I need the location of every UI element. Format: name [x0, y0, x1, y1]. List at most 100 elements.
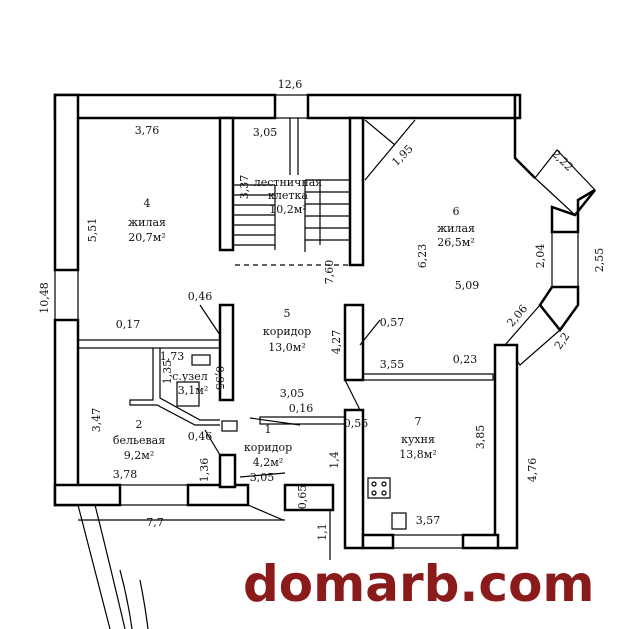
room-4-name: жилая	[128, 216, 166, 229]
wall-left-upper	[53, 93, 80, 272]
window-left	[54, 269, 79, 321]
dim-label: 3,05	[253, 126, 278, 139]
bay-window-2	[551, 231, 579, 288]
room-3-name: с.узел	[172, 370, 208, 383]
room-1-number: 1	[265, 423, 272, 436]
bay-wall-top	[513, 118, 536, 179]
room-labels: 4 жилая 20,7м² лестничная клетка 10,2м² …	[113, 176, 475, 469]
wall-4-stair	[218, 116, 235, 252]
room-2-area: 9,2м²	[124, 449, 154, 462]
partition-0-23	[362, 373, 494, 381]
dim-label: 5,51	[86, 218, 99, 243]
dim-label: 4,76	[526, 458, 539, 483]
room-4-number: 4	[144, 197, 151, 210]
dim-label: 10,48	[38, 282, 51, 314]
dim-label: 0,55	[344, 417, 369, 430]
wall-corner	[513, 93, 522, 120]
doors	[199, 304, 381, 521]
wall-bottom-2	[186, 483, 250, 507]
window-kitchen	[392, 534, 464, 549]
dim-label: 3,05	[280, 387, 305, 400]
room-2-number: 2	[136, 418, 143, 431]
stair-label-2: клетка	[268, 189, 308, 202]
wall-left-lower	[53, 318, 80, 507]
room-7-area: 13,8м²	[399, 448, 436, 461]
kitchen-appliances	[367, 477, 407, 530]
room-6-name: жилая	[437, 222, 475, 235]
dim-label: 0,95	[213, 366, 226, 391]
dim-label: 2,55	[593, 248, 606, 273]
dim-label: 4,27	[330, 330, 343, 355]
dim-label: 7,60	[323, 260, 336, 285]
dim-label: 3,57	[416, 514, 441, 527]
dim-label: 3,47	[90, 408, 103, 433]
room-4-area: 20,7м²	[128, 231, 165, 244]
dim-label: 3,37	[238, 175, 251, 200]
dim-label: 1,35	[161, 360, 174, 385]
wall-top-left	[53, 93, 277, 120]
room-1-name: коридор	[244, 441, 292, 454]
window-top	[274, 94, 309, 119]
dim-label: 3,85	[474, 425, 487, 450]
corner-cabinet	[364, 119, 416, 181]
wall-kitchen-left	[343, 408, 365, 550]
dim-label: 6,23	[416, 244, 429, 269]
wall-bottom-3	[283, 483, 335, 512]
dim-label: 0,46	[188, 430, 213, 443]
dim-label: 1,4	[328, 451, 341, 469]
door-frame	[221, 420, 238, 432]
wall-bottom-1	[53, 483, 122, 507]
dim-label: 0,46	[188, 290, 213, 303]
room-6-area: 26,5м²	[437, 236, 474, 249]
bay-window-3	[504, 304, 561, 366]
stair-area: 10,2м²	[269, 203, 306, 216]
wall-kitchen-bottom-1	[361, 533, 395, 550]
exterior-steps	[77, 504, 331, 629]
dim-label: 1,36	[198, 458, 211, 483]
dim-label: 0,57	[380, 316, 405, 329]
room-5-area: 13,0м²	[268, 341, 305, 354]
room-2-name: бельевая	[113, 434, 165, 447]
dim-label: 2,06	[504, 302, 530, 329]
watermark: domarb.com	[243, 555, 595, 613]
dim-label: 3,76	[135, 124, 160, 137]
wall-top-right	[306, 93, 517, 120]
dim-label: 3,55	[380, 358, 405, 371]
room-1-area: 4,2м²	[253, 456, 283, 469]
wall-corridor-right	[343, 303, 365, 382]
bay-corner-top	[550, 188, 596, 234]
window-bottom	[119, 484, 189, 506]
dim-label: 2,04	[534, 244, 547, 269]
dim-label: 5,09	[455, 279, 480, 292]
wall-kitchen-bottom-2	[461, 533, 500, 550]
sink-icon	[191, 354, 211, 366]
wall-corridor-left	[218, 303, 235, 402]
bathtub-icon	[176, 381, 200, 407]
room-6-number: 6	[453, 205, 460, 218]
stove-icon	[367, 477, 391, 499]
walls	[53, 93, 596, 550]
bay-corner-bottom	[538, 285, 580, 333]
room-7-number: 7	[415, 415, 422, 428]
wall-stair-6	[348, 116, 365, 267]
room-3-area: 3,1м²	[178, 384, 208, 397]
room-5-number: 5	[284, 307, 291, 320]
sink-icon	[391, 512, 407, 530]
dim-label: 0,16	[289, 402, 314, 415]
dim-label: 0,17	[116, 318, 141, 331]
staircase	[233, 118, 350, 266]
dim-label: 2,22	[549, 147, 576, 174]
dim-label: 0,65	[296, 485, 309, 510]
dim-label: 1,73	[160, 350, 185, 363]
dim-label: 3,78	[113, 468, 138, 481]
wall-corridor1-left	[218, 453, 237, 489]
dim-label: 3,05	[250, 471, 275, 484]
dim-label: 2,2	[552, 330, 573, 352]
dim-label: 12,6	[278, 78, 303, 91]
partition-0-16	[259, 416, 346, 425]
stair-label-1: лестничная	[254, 176, 323, 189]
room-7-name: кухня	[401, 433, 435, 446]
dim-label: 1,1	[316, 523, 329, 541]
